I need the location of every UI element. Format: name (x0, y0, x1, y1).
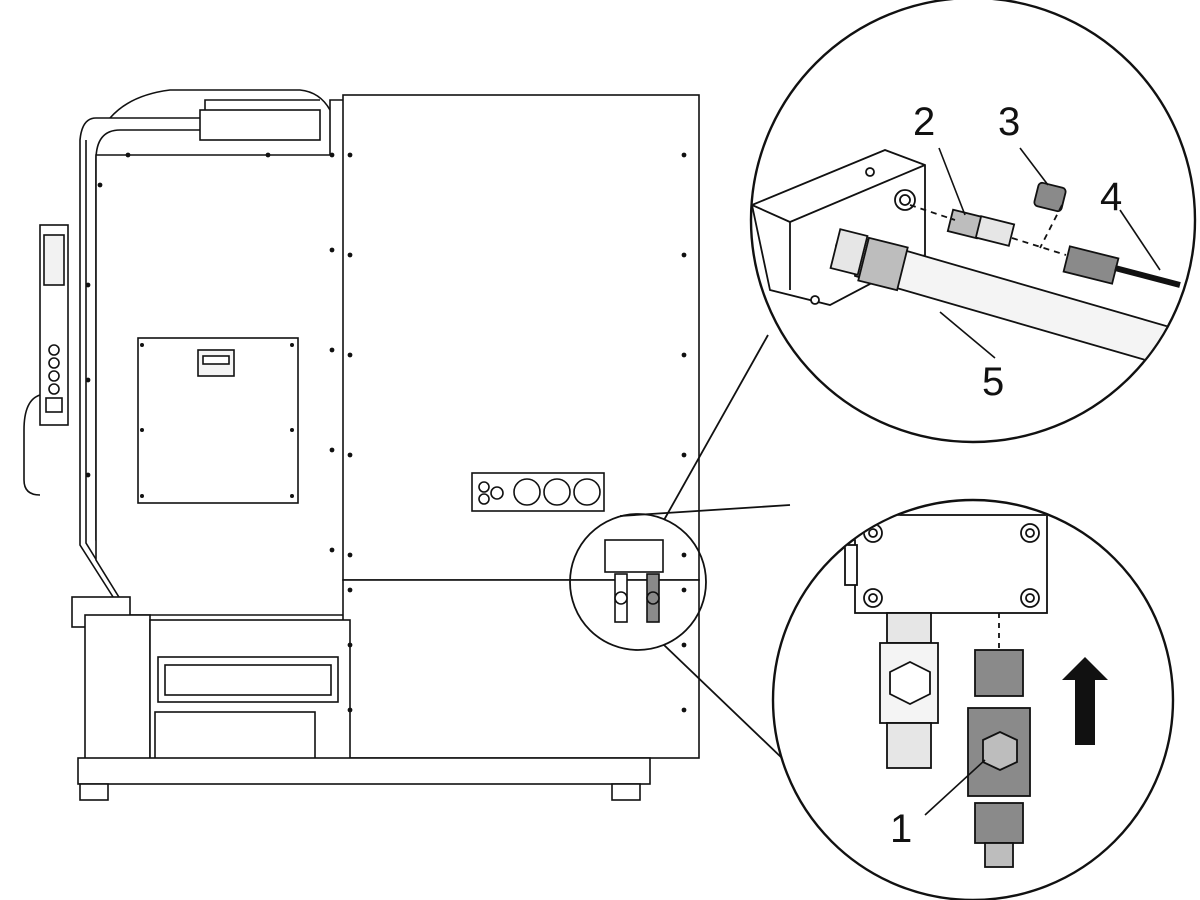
machine-body (23, 89, 700, 801)
callout-5: 5 (982, 360, 1004, 404)
side-handle (23, 394, 41, 496)
callout-leaders (924, 147, 1161, 816)
callout-4: 4 (1100, 175, 1122, 219)
callout-2: 2 (913, 100, 935, 144)
filter-parts (967, 613, 1031, 868)
control-buttons (45, 344, 63, 413)
manifold-block (854, 514, 1048, 614)
access-door (137, 337, 299, 504)
foot-right (611, 783, 641, 801)
detail-leaders (569, 334, 791, 761)
base-frame (77, 757, 651, 785)
detail-circle-bottom (771, 498, 1175, 900)
connector-4 (1062, 245, 1181, 288)
lower-cabinet (342, 579, 700, 759)
screw-dots (85, 152, 687, 713)
callout-3: 3 (998, 100, 1020, 144)
ball-valve (879, 612, 939, 769)
pipe-fitting (829, 228, 869, 276)
cap-3 (1033, 181, 1067, 213)
sensor-2 (946, 208, 1016, 247)
lower-left-block (84, 614, 151, 761)
up-arrow-icon (1062, 657, 1108, 745)
callout-1: 1 (890, 807, 912, 851)
foot-left (79, 783, 109, 801)
small-manifold (604, 539, 664, 573)
detail-circle-top (749, 0, 1197, 444)
